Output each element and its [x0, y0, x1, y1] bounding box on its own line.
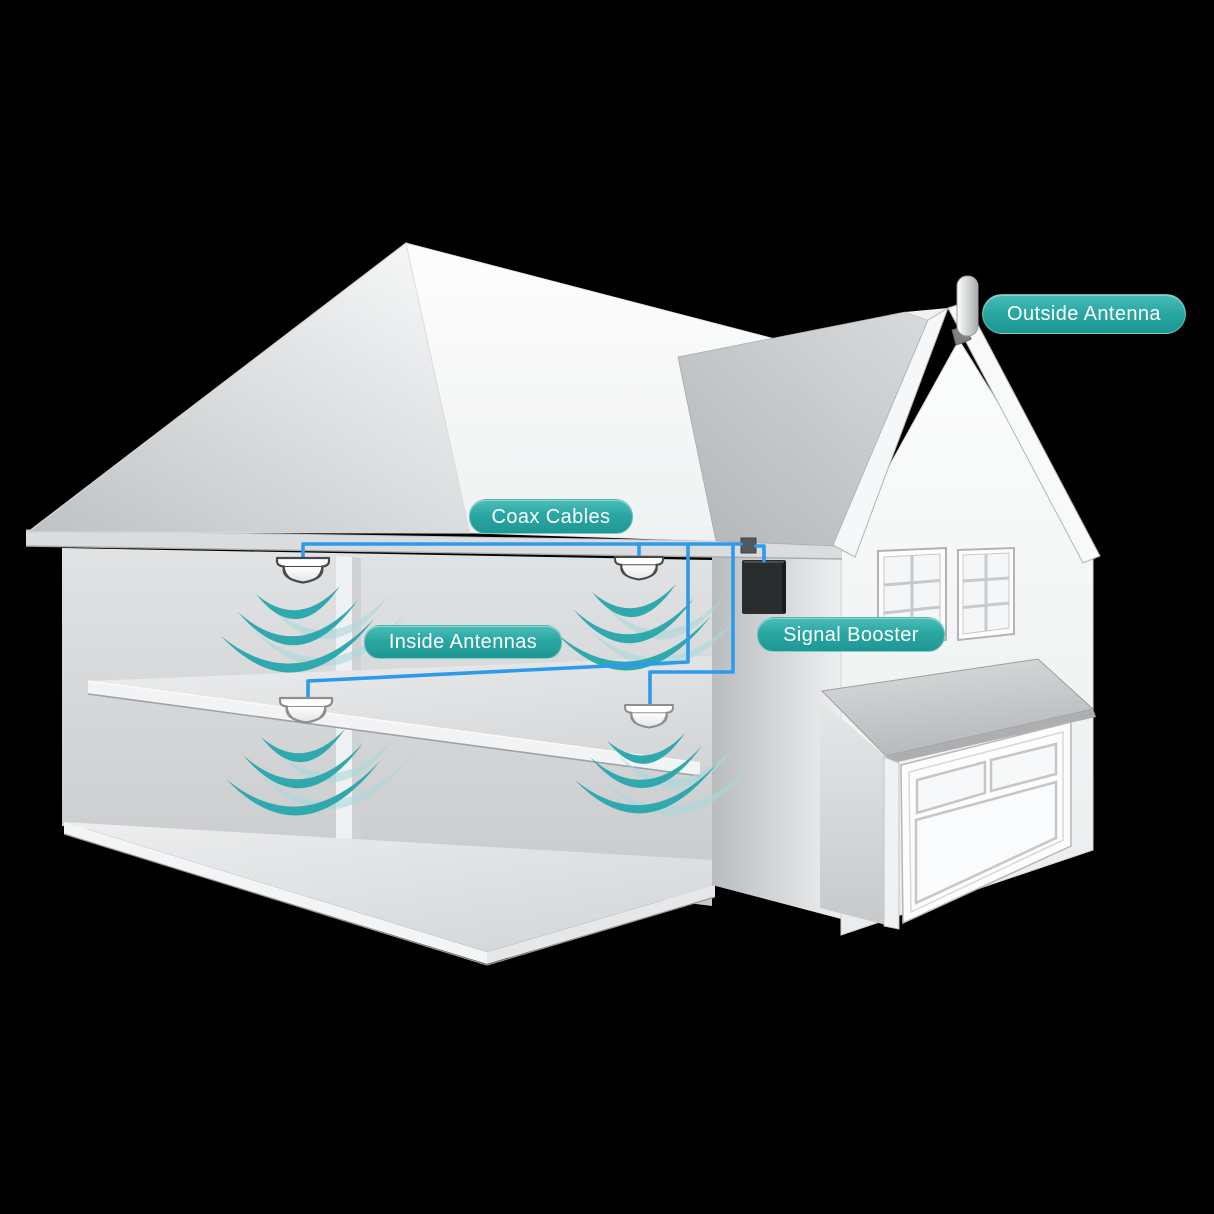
cable-entry-connector — [740, 537, 757, 554]
gable-roof-far-slope — [905, 308, 948, 320]
garage-door — [900, 721, 1072, 925]
coax-cable-drop-antenna3 — [306, 543, 690, 701]
window-right — [957, 546, 1015, 642]
coax-cable-paths — [301, 542, 766, 708]
label-signal-booster: Signal Booster — [757, 617, 945, 652]
label-inside-antennas: Inside Antennas — [364, 625, 562, 659]
main-roof-left-face — [26, 241, 471, 534]
coax-cable-drop-antenna4 — [648, 543, 735, 708]
garage — [820, 658, 1096, 930]
garage-awning-fascia — [886, 709, 1096, 764]
outside-antenna-unit — [951, 275, 979, 346]
coax-cable-booster-link — [754, 544, 766, 563]
gable-fascia-left — [832, 306, 949, 558]
signal-booster-box — [742, 560, 786, 614]
ground-floor-slab — [63, 822, 716, 966]
label-outside-antenna: Outside Antenna — [982, 294, 1186, 334]
middle-floor-slab — [87, 656, 712, 777]
coax-cable-ceiling-run — [301, 542, 743, 562]
garage-side-wall — [820, 700, 898, 928]
garage-corner-post — [883, 756, 900, 930]
label-coax-cables: Coax Cables — [469, 499, 633, 534]
outside-antenna-pole — [956, 275, 979, 337]
